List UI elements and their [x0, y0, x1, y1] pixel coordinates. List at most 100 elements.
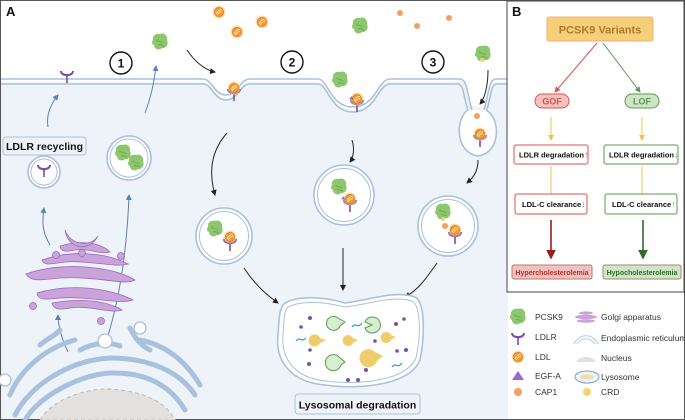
legend-item-golgi: Golgi apparatus — [575, 311, 661, 323]
step-1-marker: 1 — [109, 51, 133, 75]
step-2-marker: 2 — [280, 50, 304, 74]
svg-text:LDL-C clearance↓: LDL-C clearance↓ — [522, 199, 586, 209]
ldlr-icon — [511, 333, 525, 345]
pcsk9-icon — [509, 308, 527, 325]
legend-label: PCSK9 — [535, 312, 563, 322]
arrow — [466, 159, 479, 184]
lysosome-icon — [574, 370, 600, 384]
nucleus — [39, 388, 176, 420]
pcsk9-protein — [351, 17, 369, 34]
legend-label: LDLR — [535, 332, 557, 342]
legend-label: Endoplasmic reticulum — [601, 333, 685, 343]
hypercholesterolemia-label: Hypercholesterolemia — [515, 270, 588, 277]
pcsk9-ldlr-complex — [349, 91, 365, 112]
hypocholesterolemia-box: Hypocholesterolemia — [602, 264, 682, 280]
cap1-particle — [397, 10, 403, 16]
legend-item-egf-a: EGF-A — [512, 371, 561, 381]
gof-ldlr-degradation-label: LDLR degradation — [519, 151, 584, 160]
crd-icon — [583, 388, 591, 396]
nucleus-icon — [576, 356, 596, 362]
endosome-step-3 — [417, 195, 479, 257]
ldl-particle — [229, 24, 245, 40]
legend-label: LDL — [535, 352, 551, 362]
cap1-particle — [414, 23, 420, 29]
up-arrow-icon: ↑ — [671, 199, 676, 209]
lysosome — [276, 293, 425, 388]
ldl-particle — [254, 14, 270, 30]
arrow — [554, 42, 598, 93]
legend: PCSK9 LDLR LDL EGF-A CAP1 Golgi apparatu… — [509, 308, 685, 397]
arrow — [602, 42, 641, 93]
recycling-vesicle-ldlr — [27, 155, 61, 189]
lof-label: LOF — [633, 97, 651, 107]
ldl-particle — [211, 4, 227, 20]
lof-ldlr-degradation-box: LDLR degradation↓ — [603, 144, 679, 165]
legend-item-er: Endoplasmic reticulum — [573, 333, 685, 345]
down-arrow-icon: ↓ — [674, 150, 679, 160]
lof-ldlr-degradation-label: LDLR degradation — [609, 151, 674, 160]
legend-label: CRD — [601, 387, 619, 397]
legend-label: Nucleus — [601, 353, 632, 363]
secretory-vesicle-pcsk9 — [106, 135, 152, 181]
legend-item-crd: CRD — [583, 387, 619, 397]
ldl-icon — [510, 349, 526, 365]
er-icon — [573, 335, 599, 345]
step-3-label: 3 — [430, 56, 437, 70]
lysosomal-degradation-label-box: Lysosomal degradation — [294, 393, 421, 415]
arrow — [479, 69, 489, 105]
gof-ldlc-clearance-label: LDL-C clearance — [522, 200, 581, 209]
legend-item-ldl: LDL — [510, 349, 551, 365]
svg-text:LDL-C clearance↑: LDL-C clearance↑ — [612, 199, 676, 209]
legend-item-ldlr: LDLR — [511, 332, 557, 345]
lof-ldlc-clearance-box: LDL-C clearance↑ — [604, 193, 678, 215]
hypercholesterolemia-box: Hypercholesterolemia — [511, 264, 593, 280]
panel-a: A 1 2 3 — [0, 4, 508, 420]
ldlr-receptor — [60, 71, 74, 83]
endosome-budding — [458, 109, 498, 157]
lysosomal-degradation-label: Lysosomal degradation — [299, 400, 416, 412]
arrow — [144, 65, 159, 114]
er-vesicles — [0, 321, 147, 387]
arrow — [349, 139, 356, 163]
arrow — [210, 132, 228, 196]
pcsk9-variants-box: PCSK9 Variants — [546, 16, 654, 42]
plasma-membrane — [1, 78, 473, 111]
gof-ldlr-degradation-box: LDLR degradation↑ — [513, 144, 589, 165]
ldlr-recycling-label: LDLR recycling — [6, 141, 83, 153]
lof-ldlc-clearance-label: LDL-C clearance — [612, 200, 671, 209]
gof-ldlc-clearance-box: LDL-C clearance↓ — [514, 193, 588, 215]
gof-label: GOF — [542, 97, 562, 107]
svg-text:LDLR degradation↑: LDLR degradation↑ — [519, 150, 589, 160]
legend-item-cap1: CAP1 — [514, 387, 557, 397]
arrow — [186, 49, 216, 74]
step-1-label: 1 — [118, 57, 125, 71]
step-2-label: 2 — [289, 56, 296, 70]
cap1-particle — [446, 15, 452, 21]
legend-label: Golgi apparatus — [601, 312, 661, 322]
legend-item-lysosome: Lysosome — [574, 370, 640, 384]
hypocholesterolemia-label: Hypocholesterolemia — [607, 270, 678, 277]
legend-label: CAP1 — [535, 387, 557, 397]
legend-item-pcsk9: PCSK9 — [509, 308, 563, 325]
ldlr-recycling-label-box: LDLR recycling — [2, 136, 87, 156]
arrow — [47, 94, 59, 128]
pcsk9-protein — [331, 71, 349, 88]
gof-box: GOF — [534, 93, 570, 109]
panel-b: B PCSK9 Variants GOF LOF LDLR degradatio… — [506, 0, 685, 293]
svg-text:LDLR degradation↓: LDLR degradation↓ — [609, 150, 679, 160]
pcsk9-protein — [151, 33, 169, 50]
down-arrow-icon: ↓ — [581, 199, 586, 209]
golgi-icon — [575, 311, 597, 323]
panel-a-label: A — [6, 4, 16, 19]
pcsk9-with-crd — [474, 45, 492, 62]
arrow — [243, 267, 279, 304]
legend-item-nucleus: Nucleus — [576, 353, 632, 363]
endosome-step-2 — [313, 164, 375, 226]
panel-b-label: B — [512, 4, 521, 19]
lof-box: LOF — [624, 93, 660, 109]
cap1-icon — [514, 388, 522, 396]
golgi-apparatus — [25, 229, 136, 325]
egf-a-icon — [512, 371, 524, 380]
endosome-step-1 — [195, 207, 253, 265]
